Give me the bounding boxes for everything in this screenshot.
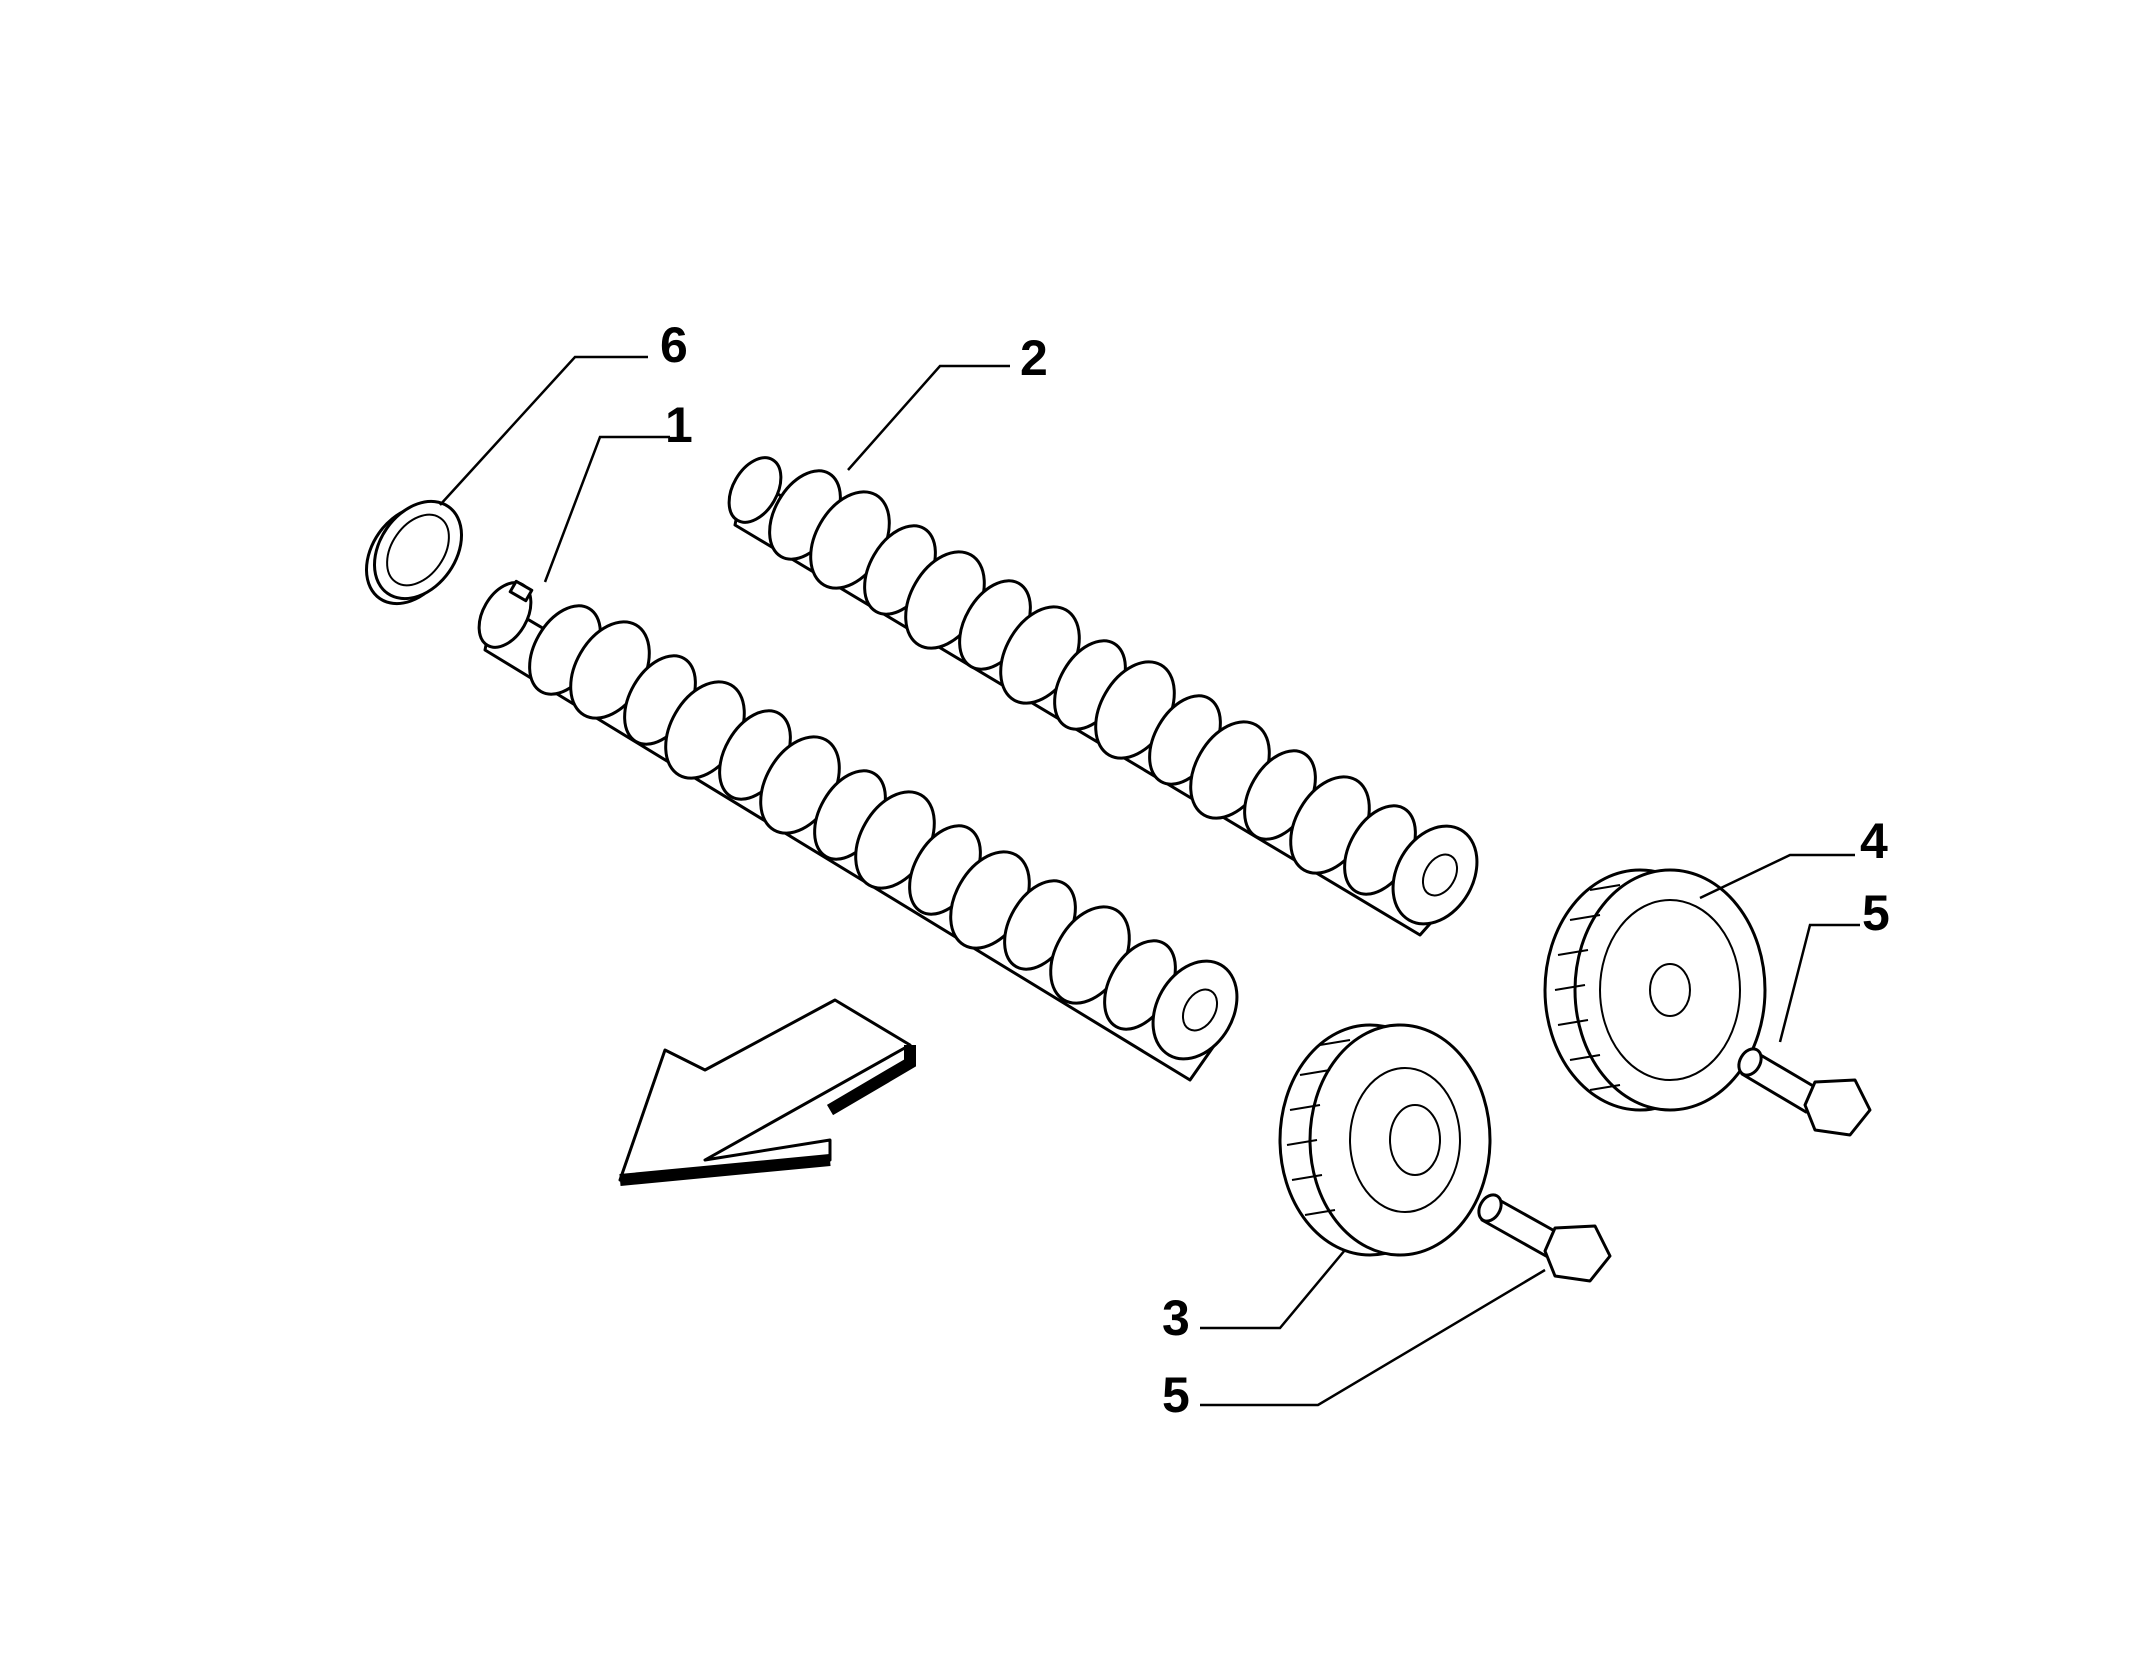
leader-5-right bbox=[1778, 923, 1860, 1043]
arrow-icon bbox=[618, 998, 916, 1186]
leader-3 bbox=[1200, 1249, 1346, 1330]
leader-6 bbox=[439, 355, 648, 506]
camshaft-1-icon[interactable] bbox=[468, 574, 1253, 1082]
bolt-5-right-icon[interactable] bbox=[1734, 1045, 1872, 1137]
leader-1 bbox=[543, 435, 670, 583]
callout-4: 4 bbox=[1860, 813, 1888, 869]
gear-3-icon[interactable] bbox=[1278, 1023, 1492, 1257]
callout-2: 2 bbox=[1020, 330, 1048, 386]
leader-2 bbox=[847, 364, 1010, 471]
leader-5-bottom bbox=[1200, 1268, 1546, 1407]
seal-ring-icon[interactable] bbox=[348, 485, 479, 620]
leader-4 bbox=[1699, 853, 1855, 900]
camshaft-2-icon[interactable] bbox=[718, 449, 1493, 939]
bolt-5-bottom-icon[interactable] bbox=[1474, 1191, 1612, 1283]
callout-5-right: 5 bbox=[1862, 885, 1890, 941]
leader-lines bbox=[439, 355, 1860, 1407]
callout-5-bottom: 5 bbox=[1162, 1367, 1190, 1423]
callout-3: 3 bbox=[1162, 1290, 1190, 1346]
gear-4-icon[interactable] bbox=[1543, 868, 1767, 1112]
callout-1: 1 bbox=[665, 397, 693, 453]
callout-6: 6 bbox=[660, 317, 688, 373]
